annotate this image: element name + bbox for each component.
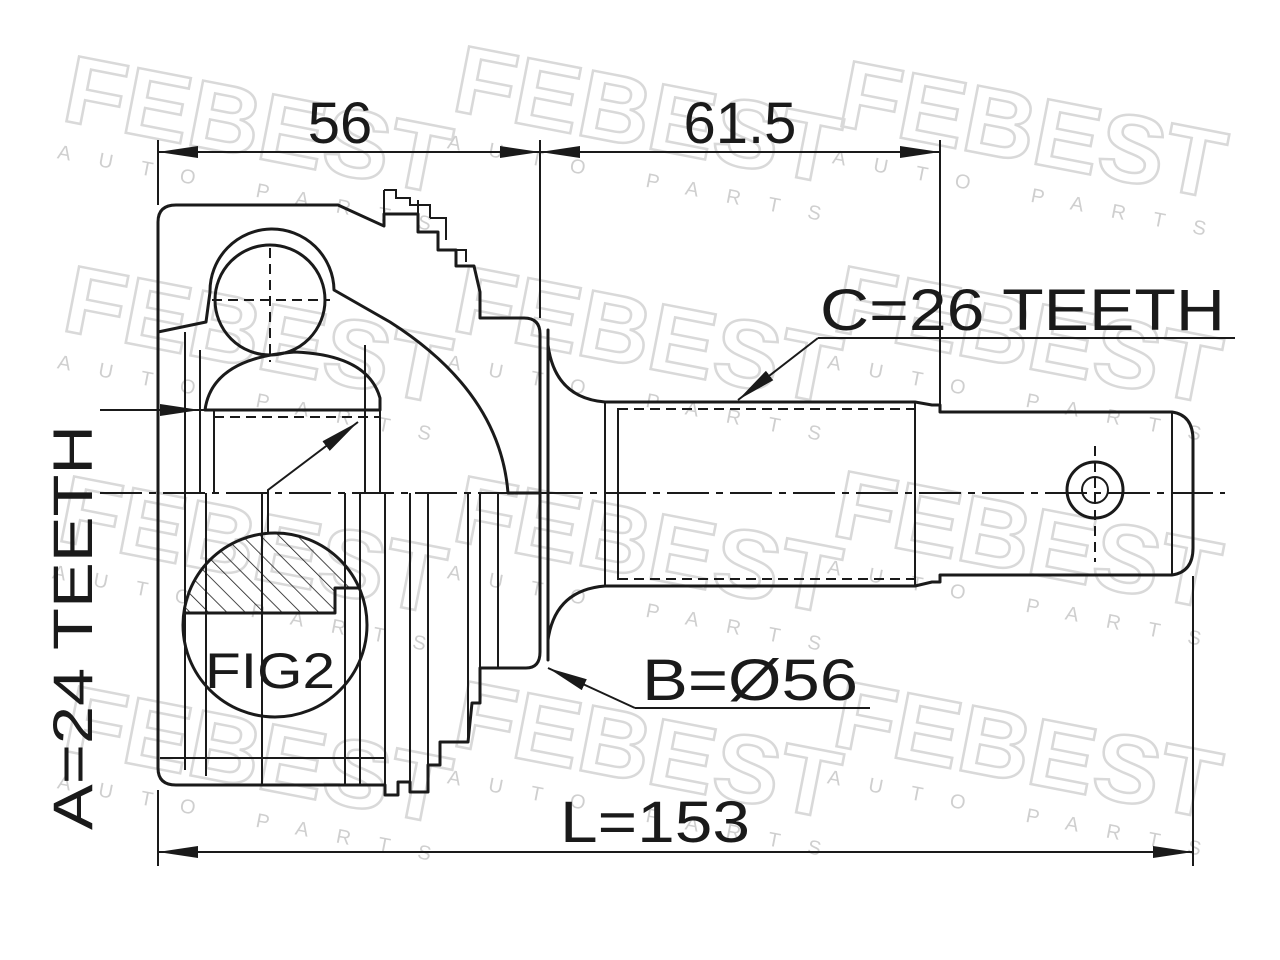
fig2-hatch-group xyxy=(183,533,367,615)
b-diameter-label: B=Ø56 xyxy=(642,648,858,713)
c-teeth-label: C=26 TEETH xyxy=(820,278,1225,343)
length-label: L=153 xyxy=(560,790,750,855)
extension-lines xyxy=(157,140,1194,866)
fig2-label: FIG2 xyxy=(205,643,335,699)
outer-race-lower-half xyxy=(156,330,542,797)
c-teeth-leader xyxy=(737,337,819,401)
a-teeth-label: A=24 TEETH xyxy=(41,425,104,830)
outer-race-section xyxy=(156,203,542,495)
a-teeth-group: A=24 TEETH xyxy=(41,425,104,830)
fig2-hatch xyxy=(183,533,367,613)
b-diameter-leader xyxy=(547,667,636,709)
boot-clamp-detail xyxy=(383,189,467,262)
fig2-leader xyxy=(267,421,359,533)
outer-race-lower-details xyxy=(160,493,499,785)
fig2-step-line xyxy=(183,586,367,615)
dimension-56-label: 56 xyxy=(308,91,373,156)
inner-race-section xyxy=(203,350,382,412)
dimension-61-5-label: 61.5 xyxy=(684,91,797,156)
